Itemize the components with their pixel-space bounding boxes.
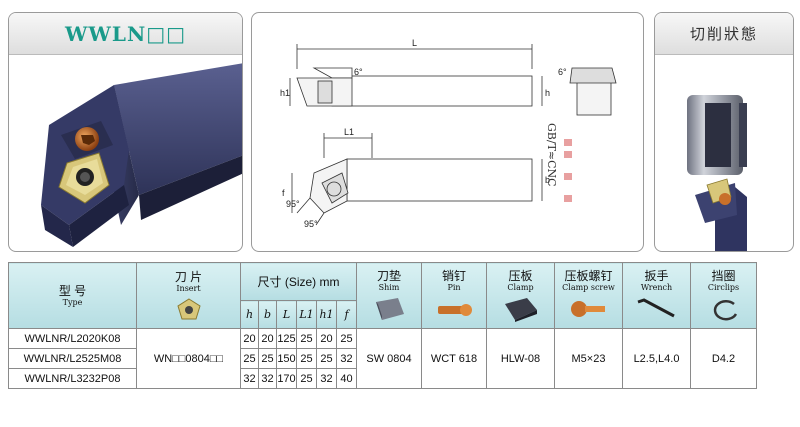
header-row-1: 型 号 Type 刀 片 Insert 尺寸 (Size) mm 刀垫 Shim… — [8, 262, 757, 329]
size-header: 尺寸 (Size) mm — [240, 262, 357, 301]
cell-L: 170 — [276, 368, 297, 389]
angle-95-a: 95° — [286, 199, 300, 209]
shim-header: 刀垫 Shim — [356, 262, 422, 329]
dim-h1-label: h1 — [280, 88, 290, 98]
wrench-value: L2.5,L4.0 — [622, 328, 691, 389]
cell-f: 40 — [336, 368, 357, 389]
angle-95-b: 95° — [304, 219, 318, 229]
table-row: WWLNR/L2020K08 WN□□0804□□ 20 20 125 25 2… — [8, 328, 757, 389]
dim-h-header: h — [240, 300, 259, 329]
cell-h: 32 — [240, 368, 259, 389]
cutting-state-title: 切削狀態 — [689, 26, 758, 43]
cell-h: 20 — [240, 328, 259, 349]
dim-L1-header: L1 — [296, 300, 317, 329]
dim-b-label: b — [545, 175, 550, 185]
header-row-2: h b L L1 h1 f — [9, 300, 757, 329]
dim-f-header: f — [336, 300, 357, 329]
cell-L: 125 — [276, 328, 297, 349]
clamp-screw-icon — [570, 301, 605, 317]
dim-h1-header: h1 — [316, 300, 337, 329]
pin-icon — [438, 304, 472, 316]
cell-h1: 32 — [316, 368, 337, 389]
cell-f: 25 — [336, 328, 357, 349]
shim-value: SW 0804 — [356, 328, 422, 389]
product-photo-panel: WWLN□□ — [8, 12, 243, 252]
type-header: 型 号 Type — [8, 262, 137, 329]
cell-b: 20 — [258, 328, 277, 349]
technical-drawing-panel: L L1 h1 h b f 6° 6° 95° 95° GB/T≈CNC — [251, 12, 644, 252]
spec-table: 型 号 Type 刀 片 Insert 尺寸 (Size) mm 刀垫 Shim… — [8, 262, 757, 389]
dim-b-header: b — [258, 300, 277, 329]
insert-icon — [176, 298, 201, 320]
dim-L-label: L — [412, 38, 417, 48]
cell-b: 25 — [258, 348, 277, 369]
shim-icon — [376, 298, 404, 320]
cell-L: 150 — [276, 348, 297, 369]
wrench-header: 扳手 Wrench — [622, 262, 691, 329]
tool-holder-render — [41, 63, 242, 247]
cell-h1: 20 — [316, 328, 337, 349]
dim-L-header: L — [276, 300, 297, 329]
circlips-header: 挡圈 Circlips — [690, 262, 757, 329]
circlips-icon — [713, 299, 737, 321]
cutting-state-title-bar: 切削狀態 — [655, 13, 793, 55]
dim-h-label: h — [545, 88, 550, 98]
angle-6-a: 6° — [354, 67, 363, 77]
cutting-state-render — [687, 95, 747, 251]
dim-L1-label: L1 — [344, 127, 354, 137]
model-cell: WWLNR/L2525M08 — [8, 348, 137, 369]
table-row: WWLNR/L3232P08 32 32 170 25 32 40 — [8, 368, 757, 389]
dimension-drawing: L L1 h1 h b f 6° 6° 95° 95° GB/T≈CNC — [280, 38, 617, 229]
clamp-icon — [504, 298, 537, 322]
cell-h: 25 — [240, 348, 259, 369]
cell-b: 32 — [258, 368, 277, 389]
cell-f: 32 — [336, 348, 357, 369]
clamp-value: HLW-08 — [486, 328, 555, 389]
model-cell: WWLNR/L3232P08 — [8, 368, 137, 389]
dim-f-label: f — [282, 188, 285, 198]
clamp-screw-value: M5×23 — [554, 328, 623, 389]
pin-value: WCT 618 — [421, 328, 487, 389]
clamp-header: 压板 Clamp — [486, 262, 555, 329]
model-cell: WWLNR/L2020K08 — [8, 328, 137, 349]
cell-L1: 25 — [296, 368, 317, 389]
standard-label: GB/T≈CNC — [545, 123, 558, 187]
cell-L1: 25 — [296, 348, 317, 369]
cutting-state-panel: 切削狀態 — [654, 12, 794, 252]
pin-header: 销钉 Pin — [421, 262, 487, 329]
insert-value: WN□□0804□□ — [136, 328, 241, 389]
product-title-bar: WWLN□□ — [9, 13, 242, 55]
clamp-screw-header: 压板螺钉 Clamp screw — [554, 262, 623, 329]
wrench-icon — [637, 298, 675, 318]
circlips-value: D4.2 — [690, 328, 757, 389]
angle-6-b: 6° — [558, 67, 567, 77]
cell-L1: 25 — [296, 328, 317, 349]
insert-header: 刀 片 Insert — [136, 262, 241, 329]
cell-h1: 25 — [316, 348, 337, 369]
product-title: WWLN□□ — [64, 21, 187, 46]
